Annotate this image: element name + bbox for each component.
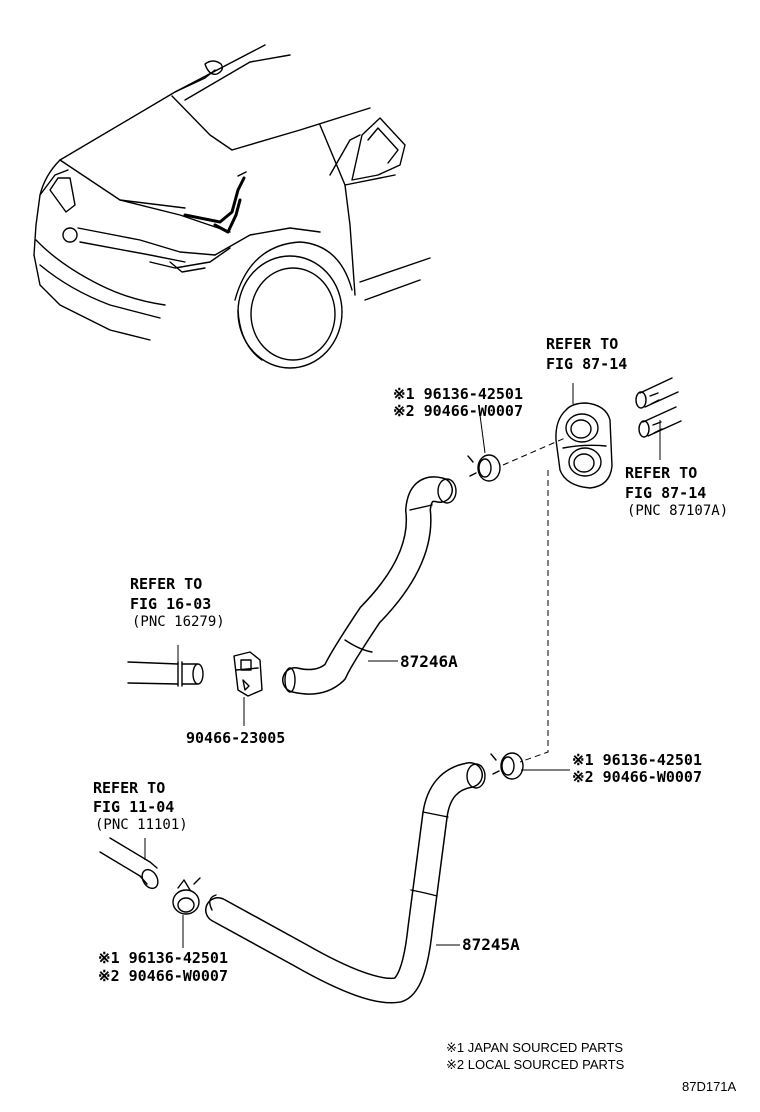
hose-87245a-label: 87245A [462, 935, 520, 954]
refer-16-03-line2: FIG 16-03 [130, 595, 212, 613]
hose-87246a-drawing [282, 476, 457, 695]
refer-87-14-right-line1: REFER TO [625, 464, 698, 482]
clamp-upper-local-part: ※2 90466-W0007 [393, 402, 523, 420]
car-front-illustration [33, 44, 431, 369]
clamp-middle-local-part: ※2 90466-W0007 [572, 768, 702, 786]
grommet-connector [555, 377, 682, 489]
clip-part-label: 90466-23005 [186, 729, 286, 747]
hose-87246a-label: 87246A [400, 652, 458, 671]
clamp-middle-drawing [490, 752, 570, 780]
refer-87-14-right-line2: FIG 87-14 [625, 484, 707, 502]
refer-87-14-top-line1: REFER TO [546, 335, 619, 353]
pipe-16-03-drawing [127, 645, 204, 687]
figure-id: 87D171A [682, 1079, 737, 1094]
clamp-lower-japan-part: ※1 96136-42501 [98, 949, 228, 967]
clamp-upper-drawing [467, 414, 501, 482]
refer-11-04-pnc: (PNC 11101) [95, 817, 188, 833]
refer-87-14-top-line2: FIG 87-14 [546, 355, 628, 373]
hose-87245a-drawing [205, 762, 486, 1004]
refer-11-04-line1: REFER TO [93, 779, 166, 797]
clip-drawing [233, 651, 263, 726]
clamp-middle-japan-part: ※1 96136-42501 [572, 751, 702, 769]
refer-16-03-pnc: (PNC 16279) [132, 614, 225, 630]
note-local-sourced: ※2 LOCAL SOURCED PARTS [446, 1057, 625, 1072]
clamp-lower-local-part: ※2 90466-W0007 [98, 967, 228, 985]
refer-16-03-line1: REFER TO [130, 575, 203, 593]
refer-87-14-right-pnc: (PNC 87107A) [627, 503, 729, 519]
clamp-upper-japan-part: ※1 96136-42501 [393, 385, 523, 403]
refer-11-04-line2: FIG 11-04 [93, 798, 175, 816]
pipe-11-04-drawing [99, 837, 159, 890]
clamp-lower-drawing [172, 877, 201, 948]
note-japan-sourced: ※1 JAPAN SOURCED PARTS [446, 1040, 624, 1055]
